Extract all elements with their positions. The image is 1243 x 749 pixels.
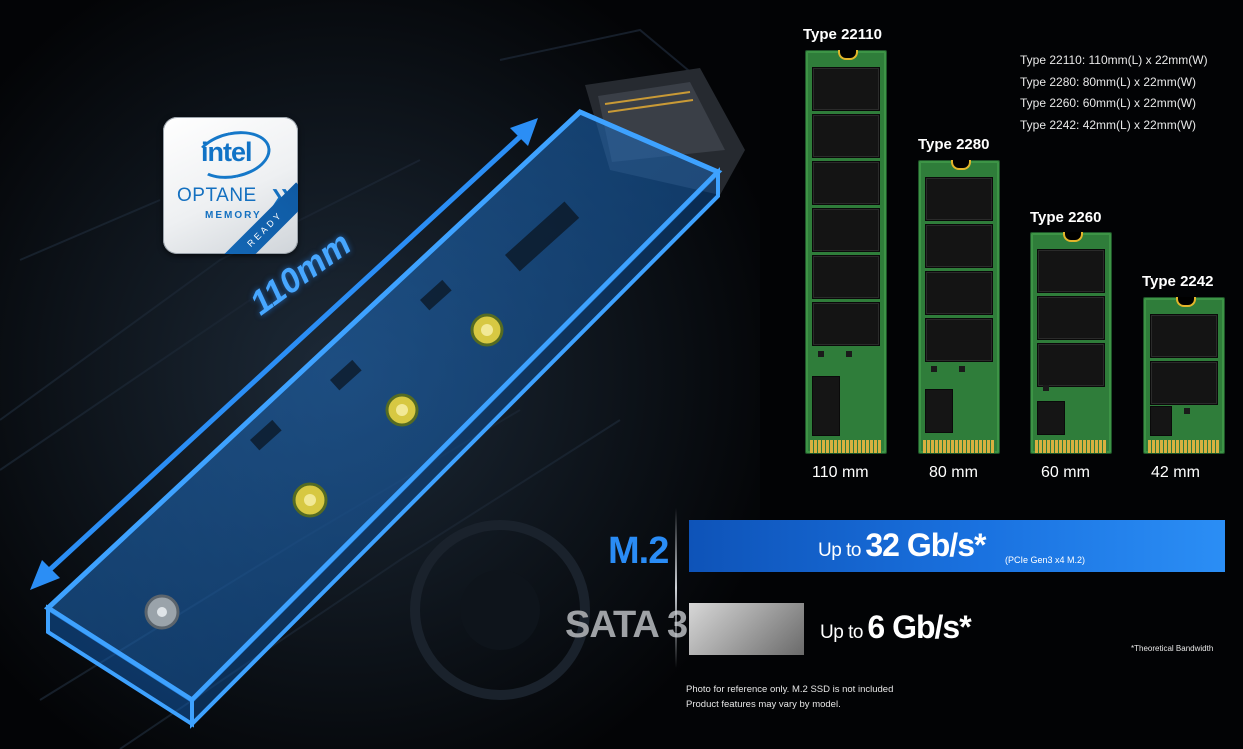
module-length-2242: 42 mm — [1151, 464, 1200, 481]
ssd-2260 — [1030, 232, 1112, 454]
gold-contacts — [923, 440, 995, 453]
sata-interface-label: SATA 3 — [565, 604, 688, 646]
disclaimer: Photo for reference only. M.2 SSD is not… — [686, 682, 893, 712]
sata-speed-bar — [689, 603, 804, 655]
m2-speed-note: (PCIe Gen3 x4 M.2) — [1005, 555, 1086, 565]
m2-interface-label: M.2 — [608, 530, 669, 572]
gold-contacts — [1035, 440, 1107, 453]
module-title-2280: Type 2280 — [918, 136, 990, 153]
ssd-2280 — [918, 160, 1000, 454]
gold-contacts — [810, 440, 882, 453]
sata-speed-prefix: Up to — [820, 622, 863, 643]
spec-line-2280: Type 2280: 80mm(L) x 22mm(W) — [1020, 74, 1197, 89]
m2-speed-value: 32 Gb/s* — [865, 527, 986, 563]
module-spec-list: Type 22110: 110mm(L) x 22mm(W) Type 2280… — [1020, 50, 1208, 136]
disclaimer-line-2: Product features may vary by model. — [686, 699, 841, 710]
module-title-2260: Type 2260 — [1030, 209, 1102, 226]
screw-notch-icon — [1063, 232, 1083, 242]
intel-optane-badge: intel OPTANE ❯❯ MEMORY READY — [163, 117, 298, 254]
intel-logo-text: intel — [201, 137, 253, 167]
m2-slot-highlight — [43, 109, 723, 729]
spec-line-22110: Type 22110: 110mm(L) x 22mm(W) — [1020, 53, 1208, 67]
screw-notch-icon — [1176, 297, 1196, 307]
ssd-2242 — [1143, 297, 1225, 454]
m2-speed-prefix: Up to — [818, 540, 861, 561]
disclaimer-line-1: Photo for reference only. M.2 SSD is not… — [686, 684, 894, 695]
divider — [675, 508, 677, 668]
sata-speed-text: Up to 6 Gb/s* — [820, 609, 972, 646]
module-length-2260: 60 mm — [1041, 464, 1090, 481]
m2-speed-text: Up to 32 Gb/s* — [818, 527, 986, 564]
length-arrow — [30, 118, 538, 590]
module-length-22110: 110 mm — [812, 464, 869, 481]
optane-text: OPTANE — [177, 185, 257, 206]
spec-line-2242: Type 2242: 42mm(L) x 22mm(W) — [1020, 117, 1197, 132]
mounting-holes — [144, 313, 504, 630]
screw-notch-icon — [951, 160, 971, 170]
screw-notch-icon — [838, 50, 858, 60]
motherboard-illustration — [0, 0, 760, 749]
spec-line-2260: Type 2260: 60mm(L) x 22mm(W) — [1020, 96, 1197, 110]
module-title-2242: Type 2242 — [1142, 273, 1214, 290]
module-length-2280: 80 mm — [929, 464, 978, 481]
ssd-22110 — [805, 50, 887, 454]
module-title-22110: Type 22110 — [803, 26, 882, 43]
m2-speed-bar — [689, 520, 1225, 572]
gold-contacts — [1148, 440, 1220, 453]
sata-speed-value: 6 Gb/s* — [867, 609, 971, 645]
theoretical-bandwidth-note: *Theoretical Bandwidth — [1131, 644, 1214, 653]
memory-text: MEMORY — [205, 210, 262, 221]
